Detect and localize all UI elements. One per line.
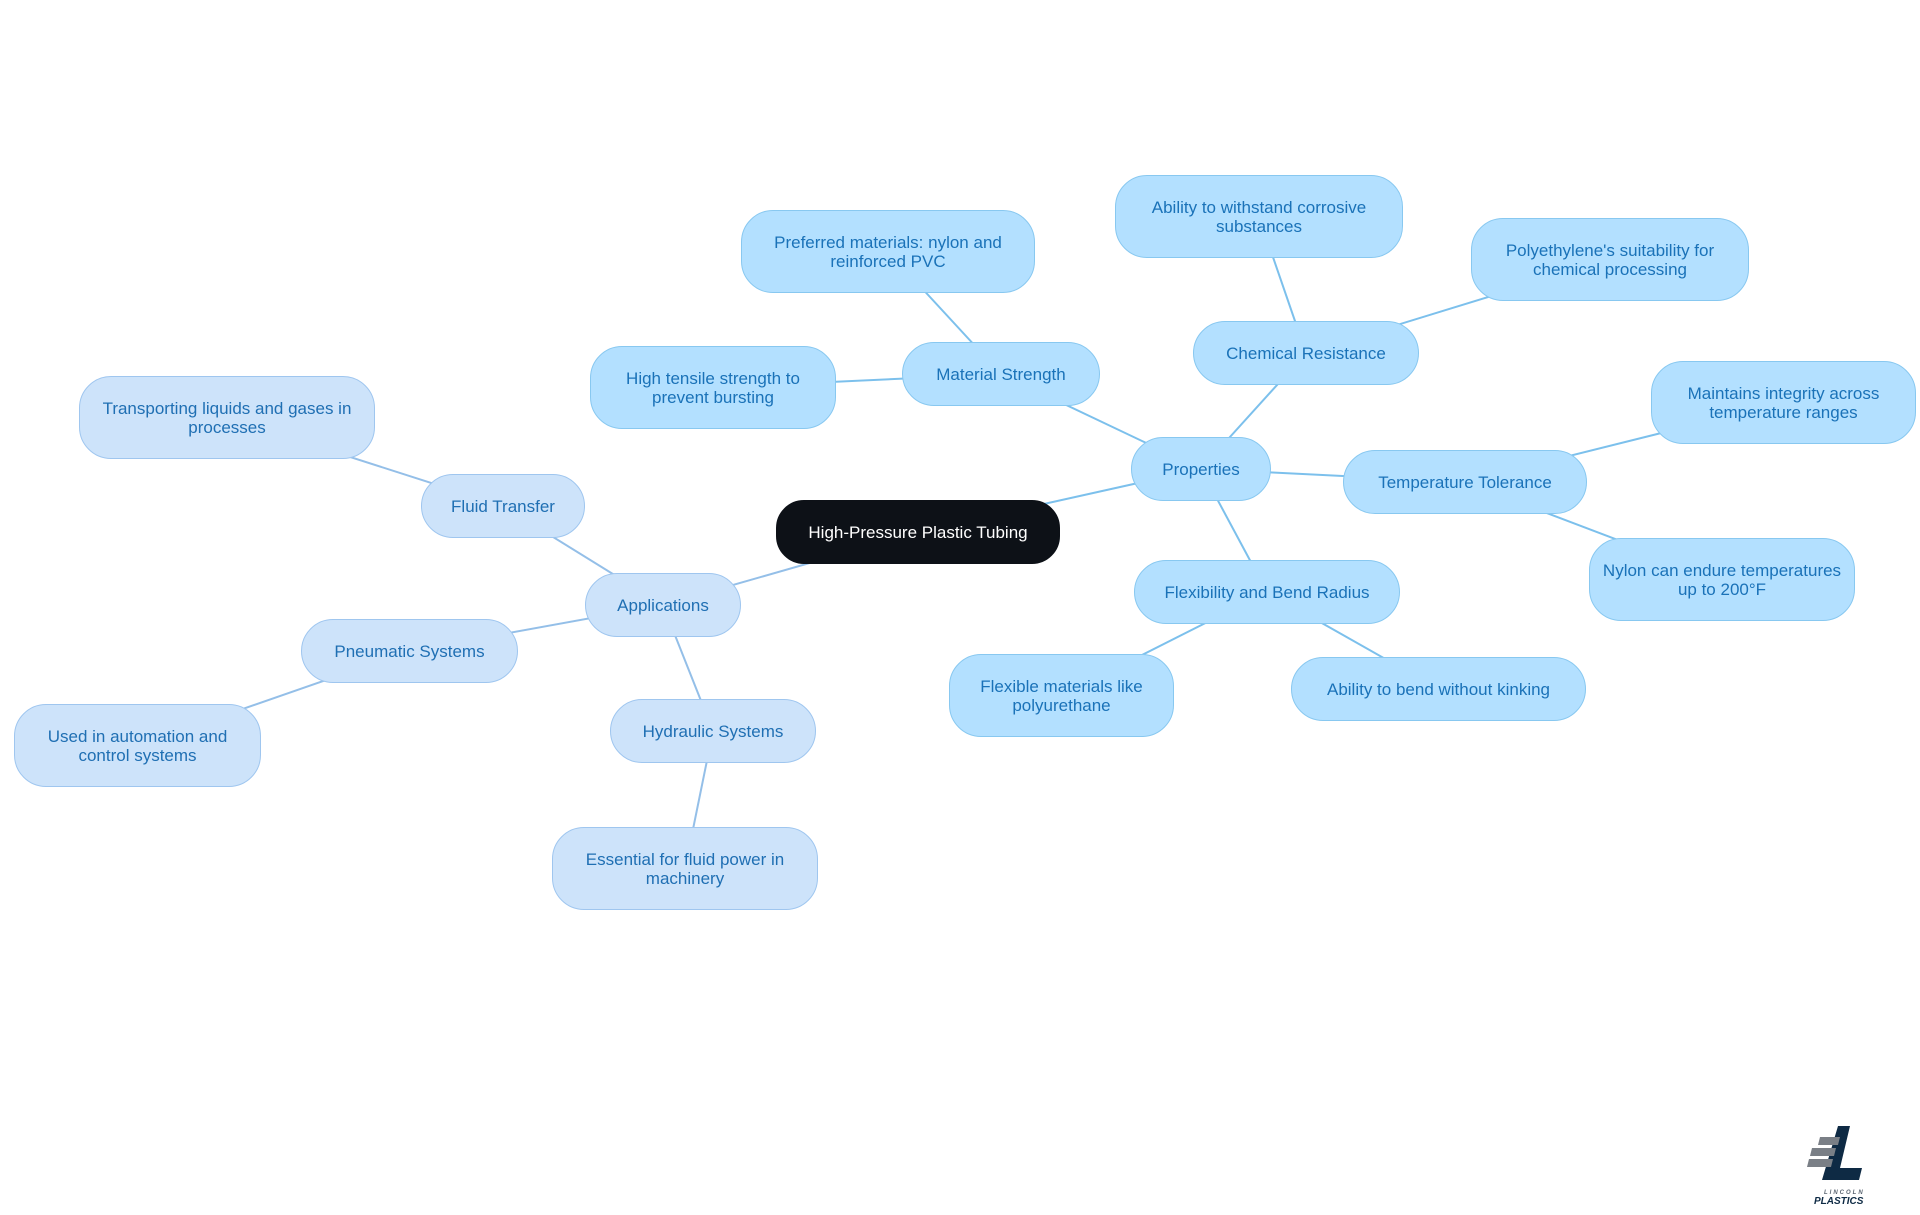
node-applications: Applications — [585, 573, 741, 637]
node-chemical-resistance: Chemical Resistance — [1193, 321, 1419, 385]
node-withstand-corrosive: Ability to withstand corrosive substance… — [1115, 175, 1403, 258]
node-high-tensile: High tensile strength to prevent burstin… — [590, 346, 836, 429]
node-flexible-materials: Flexible materials like polyurethane — [949, 654, 1174, 737]
node-pneumatic: Pneumatic Systems — [301, 619, 518, 683]
node-fluid-transfer: Fluid Transfer — [421, 474, 585, 538]
node-material-strength: Material Strength — [902, 342, 1100, 406]
node-fluid-power: Essential for fluid power in machinery — [552, 827, 818, 910]
node-properties: Properties — [1131, 437, 1271, 501]
node-temperature-tolerance: Temperature Tolerance — [1343, 450, 1587, 514]
node-transporting-liquids: Transporting liquids and gases in proces… — [79, 376, 375, 459]
logo-mark-icon — [1807, 1126, 1862, 1180]
node-bend-without-kinking: Ability to bend without kinking — [1291, 657, 1586, 721]
logo-line-2: PLASTICS — [1814, 1196, 1864, 1207]
node-nylon-200: Nylon can endure temperatures up to 200°… — [1589, 538, 1855, 621]
lincoln-plastics-logo: LINCOLN PLASTICS — [1800, 1122, 1880, 1207]
node-automation: Used in automation and control systems — [14, 704, 261, 787]
node-maintains-integrity: Maintains integrity across temperature r… — [1651, 361, 1916, 444]
node-polyethylene: Polyethylene's suitability for chemical … — [1471, 218, 1749, 301]
node-preferred-materials: Preferred materials: nylon and reinforce… — [741, 210, 1035, 293]
node-flexibility: Flexibility and Bend Radius — [1134, 560, 1400, 624]
node-hydraulic: Hydraulic Systems — [610, 699, 816, 763]
node-root: High-Pressure Plastic Tubing — [776, 500, 1060, 564]
logo-line-1: LINCOLN — [1824, 1190, 1865, 1196]
